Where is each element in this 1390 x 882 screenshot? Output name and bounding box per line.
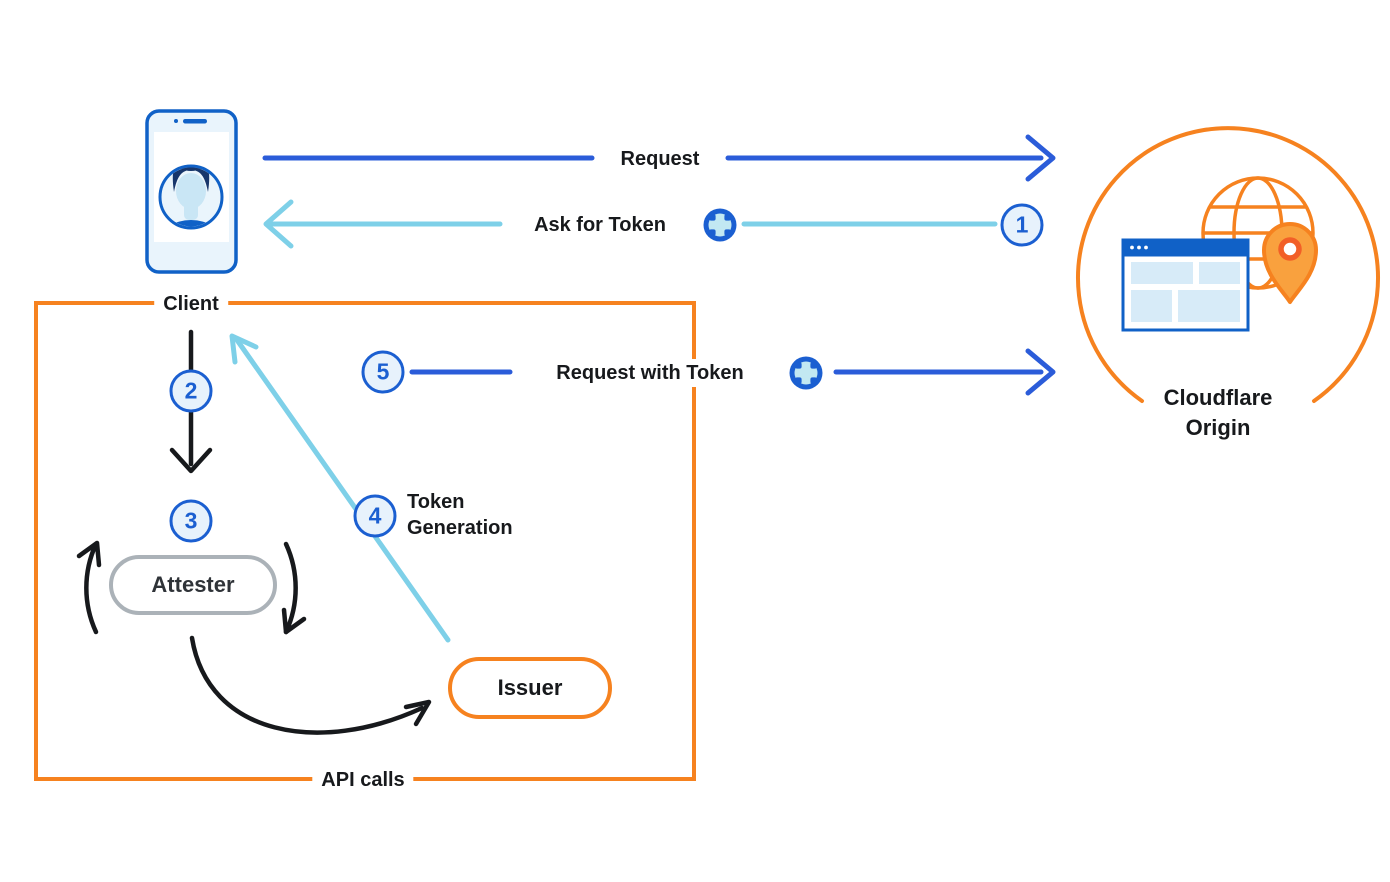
attester-to-issuer-arrow xyxy=(189,635,432,735)
step-badge-2: 2 xyxy=(169,369,213,413)
step-badge-3: 3 xyxy=(169,499,213,543)
request-with-token-arrow xyxy=(409,348,1056,396)
browser-window-icon xyxy=(1121,238,1250,332)
ask-for-token-arrow xyxy=(263,199,998,249)
request-with-token-arrow-label: Request with Token xyxy=(547,359,753,387)
token-icon xyxy=(702,207,738,243)
request-arrow xyxy=(262,134,1056,182)
step-badge-1: 1 xyxy=(1000,203,1044,247)
origin-node-label: Cloudflare Origin xyxy=(1155,383,1281,443)
attester-loop-arrow-right xyxy=(281,541,307,635)
client-phone-icon xyxy=(145,109,238,274)
user-avatar-icon xyxy=(158,164,224,230)
location-pin-icon xyxy=(1262,222,1318,304)
issuer-node-label: Issuer xyxy=(497,675,563,700)
step-badge-5: 5 xyxy=(361,350,405,394)
attester-node-label: Attester xyxy=(151,572,235,597)
issuer-node: Issuer xyxy=(448,657,612,719)
ask-for-token-arrow-label: Ask for Token xyxy=(525,211,675,239)
token-generation-arrow xyxy=(229,333,451,643)
client-node-label: Client xyxy=(154,290,228,318)
attester-node: Attester xyxy=(109,555,277,615)
step-badge-4: 4 xyxy=(353,494,397,538)
attester-loop-arrow-left xyxy=(76,540,102,635)
token-icon xyxy=(788,355,824,391)
origin-circle xyxy=(1076,126,1380,403)
request-arrow-label: Request xyxy=(611,145,709,173)
token-generation-label: Token Generation xyxy=(407,491,513,539)
api-calls-label: API calls xyxy=(312,766,414,794)
